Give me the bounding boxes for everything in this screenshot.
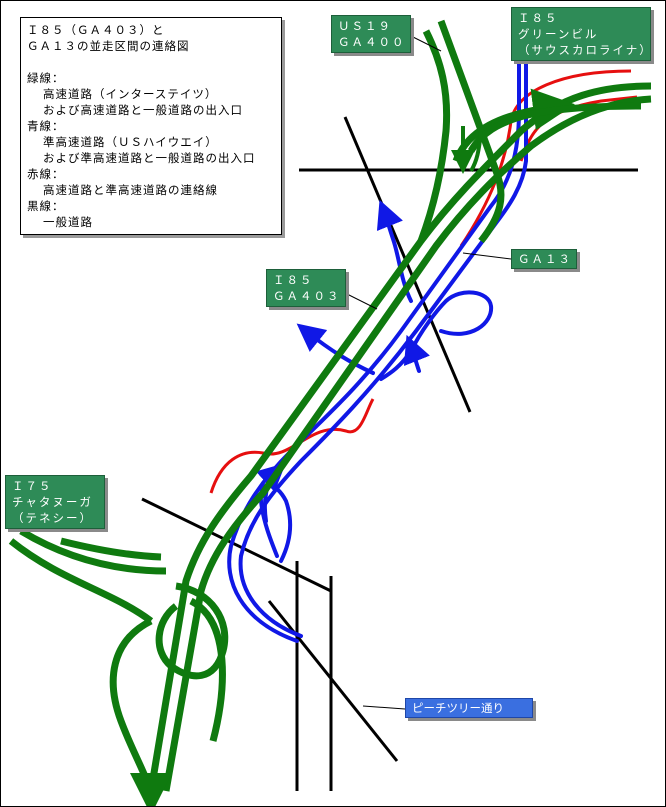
legend-black-desc-1: 一般道路: [43, 215, 93, 229]
label-us19-ga400: ＵＳ１９ ＧＡ４００: [331, 15, 411, 53]
legend-blue-desc-1: 準高速道路（ＵＳハイウエイ）: [43, 135, 218, 149]
label-i75-chattanooga: Ｉ７５ チャタヌーガ （テネシー）: [5, 475, 105, 529]
legend-blue-heading: 青線：: [27, 119, 65, 133]
label-i75-line2: チャタヌーガ: [12, 495, 93, 509]
us19-ga400-merge-2: [417, 29, 451, 243]
legend-title-2: ＧＡ１３の並走区間の連絡図: [27, 39, 190, 53]
legend-red-desc-1: 高速道路と準高速道路の連絡線: [43, 183, 218, 197]
interstate-lines: [8, 19, 652, 806]
label-peachtree-text: ピーチツリー通り: [412, 701, 504, 715]
label-i85-mid-line1: Ｉ８５: [273, 273, 314, 287]
leader-i85-mid: [346, 293, 378, 310]
legend-green-desc-1: 高速道路（インターステイツ）: [43, 87, 218, 101]
us19-ga400-merge: [437, 19, 505, 244]
label-i75-line1: Ｉ７５: [12, 479, 53, 493]
label-us19-line1: ＵＳ１９: [338, 19, 392, 33]
interstate-thin-lines: [451, 126, 483, 174]
local-roads: [141, 116, 638, 791]
i75-loop-east-2: [189, 597, 226, 742]
label-peachtree: ピーチツリー通り: [405, 698, 533, 718]
label-i75-line3: （テネシー）: [12, 511, 93, 525]
leader-lines: [346, 36, 512, 710]
local-road-diagonal-south: [141, 497, 332, 593]
i75-approach: [8, 538, 154, 624]
i85-main-sb: [162, 95, 652, 792]
i75-loop-west: [109, 617, 172, 806]
legend-green-heading: 緑線：: [27, 71, 65, 85]
legend-black-heading: 黒線：: [27, 199, 65, 213]
legend-green-desc-2: および高速道路と一般道路の出入口: [43, 103, 243, 117]
legend-box: Ｉ８５（ＧＡ４０３）と ＧＡ１３の並走区間の連絡図 緑線： 高速道路（インタース…: [20, 17, 282, 235]
us19-ramp-a: [376, 199, 413, 303]
i85-main-nb: [147, 82, 652, 792]
i85-ramp-north-d: [469, 130, 483, 173]
label-ga13: ＧＡ１３: [511, 249, 577, 269]
label-i85-greenville: Ｉ８５ グリーンビル （サウスカロライナ）: [511, 7, 651, 61]
leader-peachtree: [362, 705, 406, 710]
us19-ramp-d: [403, 334, 430, 373]
leader-us19: [412, 36, 442, 52]
i75-approach-2: [19, 527, 167, 575]
us19-main-east: [238, 59, 528, 638]
legend-red-heading: 赤線：: [27, 167, 65, 181]
leader-ga13: [462, 252, 512, 260]
legend-title-1: Ｉ８５（ＧＡ４０３）と: [27, 23, 165, 37]
i75-connector-west: [60, 537, 162, 561]
label-i85-north-line2: グリーンビル: [518, 27, 599, 41]
label-i85-ga403: Ｉ８５ ＧＡ４０３: [266, 269, 346, 307]
us19-ramp-b: [379, 290, 494, 381]
label-i85-north-line3: （サウスカロライナ）: [518, 43, 653, 57]
label-us19-line2: ＧＡ４００: [338, 35, 406, 49]
label-ga13-text: ＧＡ１３: [518, 252, 572, 266]
connector-north: [459, 69, 632, 247]
legend-blue-desc-2: および準高速道路と一般道路の出入口: [43, 151, 256, 165]
label-i85-mid-line2: ＧＡ４０３: [273, 289, 341, 303]
peachtree-road: [267, 600, 399, 762]
label-i85-north-line1: Ｉ８５: [518, 11, 559, 25]
i75-loop-east: [155, 582, 229, 680]
